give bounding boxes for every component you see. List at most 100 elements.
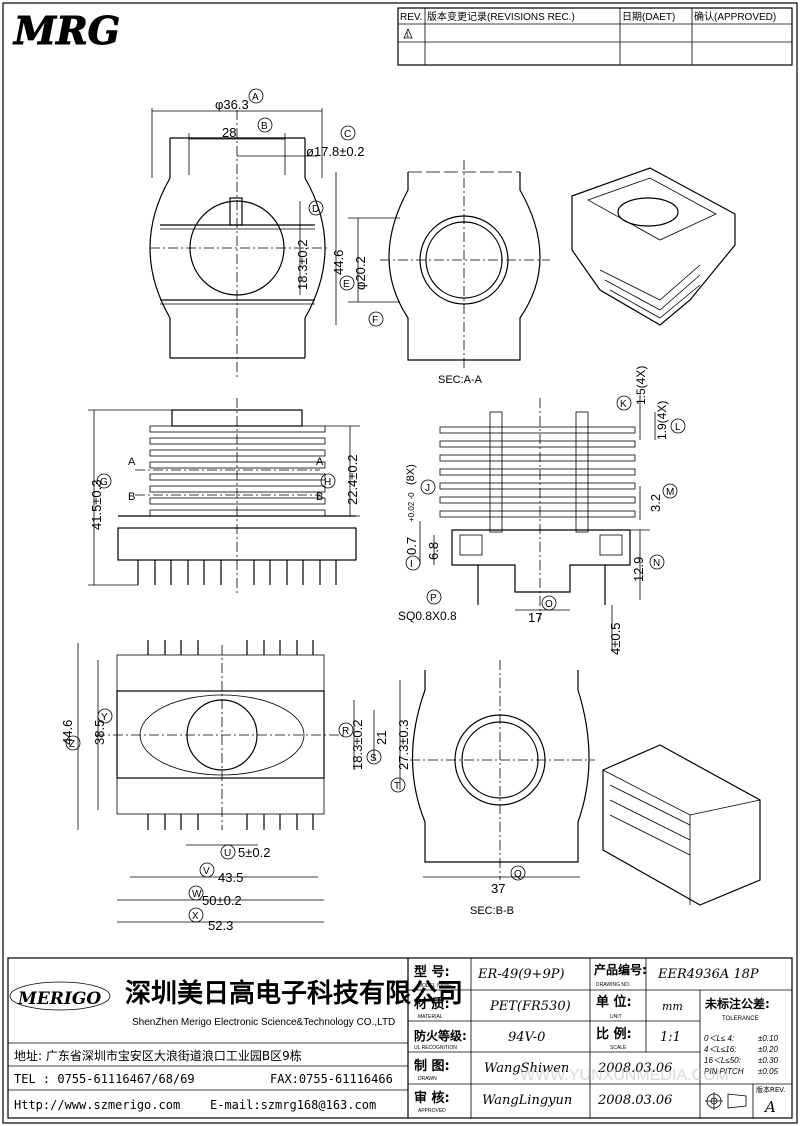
- dim-z-value: 44.6: [60, 720, 75, 745]
- callout-e: E: [343, 279, 350, 290]
- bottom-view: 44.6 38.5 18.3±0.2 21 27.3±0.3 5±0.2 43.…: [60, 640, 411, 933]
- callout-h: H: [324, 477, 331, 488]
- tolerance-title: 未标注公差:: [704, 996, 770, 1011]
- revision-value: A: [763, 1098, 776, 1116]
- dim-f-value: φ20.2: [353, 256, 368, 290]
- callout-q: Q: [514, 869, 522, 880]
- revision-block: REV. 版本变更记录(REVISIONS REC.) 日期(DAET) 确认(…: [397, 7, 793, 66]
- tolerance-range-4: PIN PITCH: [704, 1067, 744, 1076]
- company-email: E-mail:szmrg168@163.com: [210, 1098, 376, 1112]
- top-view: φ36.3 28 ø17.8±0.2 18.3±0.2 44.6: [149, 97, 364, 380]
- section-mark-a-right: A: [316, 456, 324, 468]
- model-label: 型 号:: [414, 964, 450, 980]
- section-mark-a-left: A: [128, 456, 136, 468]
- rev-header: REV.: [400, 12, 422, 23]
- title-block: MERIGO 深圳美日高电子科技有限公司 ShenZhen Merigo Ele…: [7, 957, 793, 1119]
- revisions-header: 版本变更记录(REVISIONS REC.): [427, 10, 575, 23]
- unit-label: 单 位:: [596, 994, 632, 1010]
- dim-q-value: 37: [491, 881, 505, 896]
- material-value: PET(FR530): [489, 999, 571, 1014]
- dim-a-value: φ36.3: [215, 97, 249, 112]
- dim-v-value: 43.5: [218, 870, 243, 885]
- callout-g: G: [100, 477, 108, 488]
- flame-rating-label: 防火等级:: [414, 1028, 467, 1043]
- company-fax: FAX:0755-61116466: [270, 1072, 393, 1086]
- callout-m: M: [666, 487, 674, 498]
- merigo-logo-ring-icon: [9, 981, 111, 1011]
- dim-e-value: 44.6: [331, 250, 346, 275]
- drawing-no-label: 产品编号:: [594, 962, 647, 977]
- tolerance-value-4: ±0.05: [758, 1067, 779, 1076]
- scale-value: 1:1: [660, 1030, 681, 1045]
- dim-s-value: 21: [374, 731, 389, 745]
- callout-a: A: [252, 92, 259, 103]
- tolerance-range-3: 16＜L≤50:: [704, 1056, 741, 1065]
- tolerance-value-3: ±0.30: [758, 1056, 779, 1065]
- dim-m-value: 3.2: [648, 494, 663, 512]
- callout-b: B: [261, 121, 268, 132]
- dim-t-value: 27.3±0.3: [396, 719, 411, 770]
- revision-label: 版本REV.: [756, 1085, 785, 1094]
- section-aa-title: SEC:A-A: [438, 374, 483, 386]
- callout-l: L: [675, 422, 681, 433]
- dim-d-value: 18.3±0.2: [295, 239, 310, 290]
- model-label-en: MODEL NAME: [418, 983, 452, 989]
- dim-g-value: 41.5±0.3: [89, 479, 104, 530]
- dim-w-value: 50±0.2: [202, 893, 242, 908]
- dim-j-count: (8X): [405, 464, 417, 485]
- approved-by-value: WangLingyun: [482, 1093, 572, 1108]
- section-mark-b-left: B: [128, 491, 135, 503]
- date-header: 日期(DAET): [622, 11, 675, 23]
- scale-label: 比 例:: [596, 1026, 632, 1042]
- dim-r-value: 18.3±0.2: [350, 719, 365, 770]
- tolerance-value-2: ±0.20: [758, 1045, 779, 1054]
- callout-u: U: [224, 848, 231, 859]
- dim-k-value: 1.5(4X): [634, 366, 648, 405]
- revision-number: 1: [406, 33, 410, 39]
- section-mark-b-right: B: [316, 491, 323, 503]
- material-label-en: MATERIAL: [418, 1014, 443, 1020]
- projection-symbol-icon: [705, 1092, 747, 1110]
- callout-n: N: [653, 558, 660, 569]
- watermark-text: WWW.YUNXUNMEDIA.COM: [520, 1067, 729, 1084]
- callout-x: X: [192, 911, 199, 922]
- dim-pin-length: 4±0.5: [608, 623, 623, 655]
- front-view: A A B B 41.5±0.3 22.4±0.2: [88, 398, 360, 595]
- company-website: Http://www.szmerigo.com: [14, 1098, 180, 1112]
- isometric-view-bottom: [602, 744, 761, 906]
- tolerance-title-en: TOLERANCE: [722, 1016, 759, 1022]
- callout-t: T: [394, 781, 400, 792]
- unit-value: mm: [662, 1000, 683, 1013]
- unit-label-en: UNIT: [610, 1014, 622, 1020]
- dim-h-value: 22.4±0.2: [345, 454, 360, 505]
- approved-header: 确认(APPROVED): [694, 10, 776, 23]
- dim-o-value: 17: [528, 610, 542, 625]
- callout-d: D: [312, 204, 319, 215]
- drawing-no-value: EER4936A 18P: [657, 967, 759, 982]
- callout-r: R: [342, 726, 349, 737]
- dim-j-tolerance: +0.02 -0: [407, 492, 416, 522]
- section-bb-title: SEC:B-B: [470, 905, 514, 917]
- drawn-date-value: 2008.03.06: [597, 1061, 672, 1076]
- callout-i: I: [410, 559, 413, 570]
- drawn-label-en: DRAWN: [418, 1076, 437, 1082]
- flame-rating-value: 94V-0: [508, 1030, 545, 1045]
- approved-label-en: APPROVED: [418, 1108, 446, 1114]
- drawing-no-label-en: DRAWING NO.: [596, 982, 630, 988]
- callout-p: P: [430, 593, 437, 604]
- dim-l-value: 1.9(4X): [655, 401, 669, 440]
- company-tel: TEL : 0755-61116467/68/69: [14, 1072, 195, 1086]
- merigo-logo-text: MERIGO: [17, 989, 101, 1009]
- approved-date-value: 2008.03.06: [597, 1093, 672, 1108]
- mrg-logo: MRG: [12, 8, 121, 54]
- side-view: 0.7 +0.02 -0 (8X) 6.8 1.5(4X) 1.9(4X) 3.…: [398, 366, 669, 655]
- dim-j-value: 0.7: [404, 537, 419, 555]
- tolerance-value-1: ±0.10: [758, 1034, 779, 1043]
- dim-c-value: ø17.8±0.2: [306, 144, 364, 159]
- tolerance-range-1: 0＜L≤ 4:: [704, 1034, 734, 1043]
- approved-label: 审 核:: [414, 1090, 450, 1106]
- section-b-b-view: 37 SEC:B-B: [410, 660, 595, 917]
- material-label: 材 质:: [414, 996, 450, 1012]
- drawn-by-value: WangShiwen: [484, 1061, 569, 1076]
